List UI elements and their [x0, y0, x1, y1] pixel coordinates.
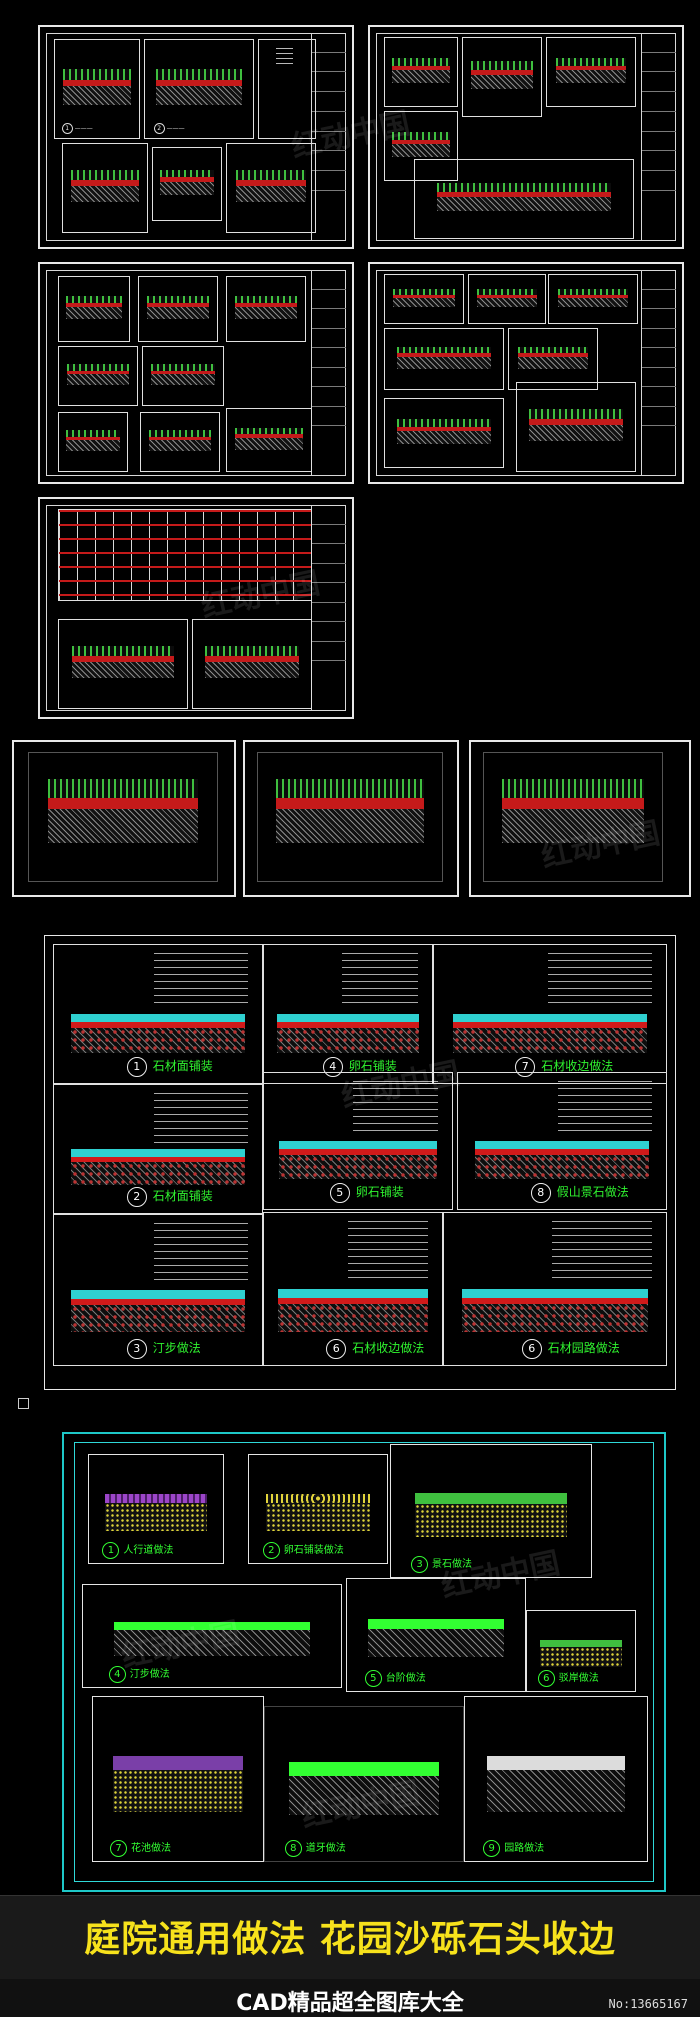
drawing-sheet-7: [243, 740, 459, 897]
drawing-sheet-4: [368, 262, 684, 484]
title-banner: 庭院通用做法 花园沙砾石头收边: [0, 1895, 700, 1980]
drawing-sheet-6: [12, 740, 236, 897]
drawing-sheet-5: [38, 497, 354, 719]
image-number: No:13665167: [608, 1997, 688, 2011]
drawing-sheet-8: [469, 740, 691, 897]
drawing-sheet-1: 1——— 2———: [38, 25, 354, 249]
marker-box: [18, 1398, 29, 1409]
banner-subtitle: CAD精品超全图库大全: [236, 1991, 464, 2016]
drawing-sheet-3: [38, 262, 354, 484]
drawing-sheet-2: [368, 25, 684, 249]
footer-bar: CAD精品超全图库大全 No:13665167: [0, 1979, 700, 2017]
banner-title: 庭院通用做法 花园沙砾石头收边: [84, 1919, 616, 1960]
